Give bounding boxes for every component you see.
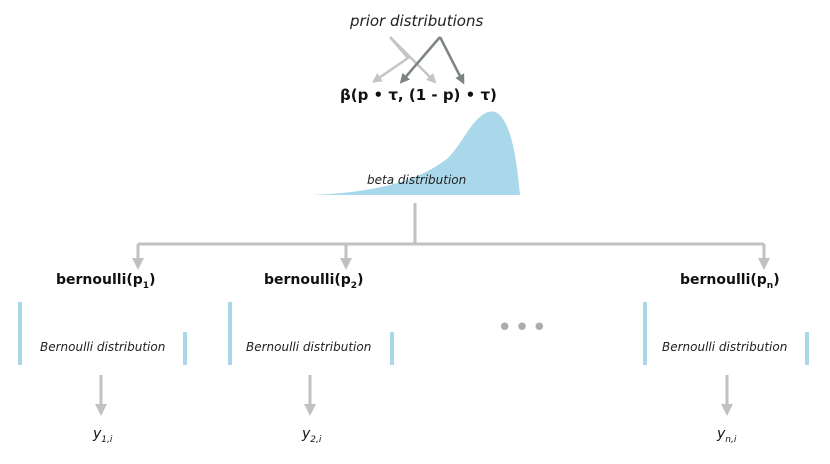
outcome-label-1: y1,i (93, 426, 113, 445)
beta-distribution-shape (312, 111, 520, 195)
bernoulli-bar-1-right (183, 332, 187, 365)
prior-distributions-label: prior distributions (350, 12, 484, 30)
bernoulli-bar-n-right (805, 332, 809, 365)
ellipsis-dots: ••• (497, 313, 550, 343)
bernoulli-label-1: bernoulli(p1) (56, 272, 156, 291)
prior-arrow-dark (399, 36, 441, 84)
prior-arrow-light (371, 36, 410, 83)
bernoulli-distribution-label-1: Bernoulli distribution (40, 340, 166, 354)
bernoulli-bar-2-right (390, 332, 394, 365)
beta-formula: β(p • τ, (1 - p) • τ) (340, 86, 497, 104)
beta-distribution-label: beta distribution (367, 173, 467, 187)
prior-arrow-light (389, 36, 437, 84)
bernoulli-bar-1-left (18, 302, 22, 365)
prior-arrow-dark (438, 36, 465, 85)
outcome-label-n: yn,i (717, 426, 737, 445)
bernoulli-label-n: bernoulli(pn) (680, 272, 780, 291)
bernoulli-distribution-label-n: Bernoulli distribution (662, 340, 788, 354)
bernoulli-label-2: bernoulli(p2) (264, 272, 364, 291)
bernoulli-bar-2-left (228, 302, 232, 365)
bernoulli-distribution-label-2: Bernoulli distribution (246, 340, 372, 354)
outcome-label-2: y2,i (302, 426, 322, 445)
bernoulli-bar-n-left (643, 302, 647, 365)
